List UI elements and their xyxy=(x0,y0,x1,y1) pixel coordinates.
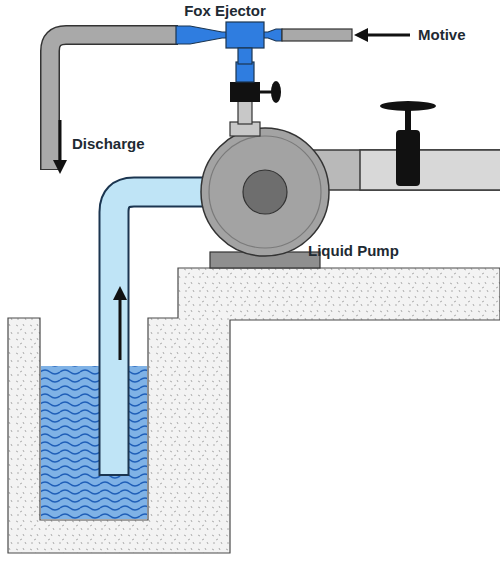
ejector-suction-port xyxy=(236,62,254,82)
discharge-pipe xyxy=(50,35,178,169)
valve-body xyxy=(396,130,420,186)
flow-arrow xyxy=(119,298,122,360)
ejector-valve xyxy=(230,82,260,102)
ejector-neck xyxy=(238,48,252,64)
water xyxy=(41,366,147,519)
part-label: Liquid Pump xyxy=(308,243,399,260)
part-label: Fox Ejector xyxy=(184,3,266,20)
valve-pipe xyxy=(238,100,252,124)
pump-casing xyxy=(201,128,329,256)
valve-lever xyxy=(260,91,272,94)
flow-arrow-head xyxy=(113,286,127,300)
discharge-arrow xyxy=(59,120,62,162)
discharge-pipe-outline xyxy=(50,35,178,170)
discharge-arrow-head xyxy=(53,160,67,174)
valve-knob xyxy=(271,81,281,103)
motive-arrow xyxy=(366,34,410,37)
part-label: Motive xyxy=(418,27,466,44)
valve-handwheel xyxy=(380,101,436,111)
pump-casing-rim xyxy=(209,136,321,248)
motive-pipe xyxy=(282,29,352,41)
pump-eye xyxy=(243,170,287,214)
part-label: Discharge xyxy=(72,136,145,153)
motive-arrow-head xyxy=(354,28,368,42)
drive-pipe-section xyxy=(360,150,500,190)
concrete-ground xyxy=(8,268,500,553)
valve-stem xyxy=(405,108,411,132)
ejector-body xyxy=(226,22,264,48)
